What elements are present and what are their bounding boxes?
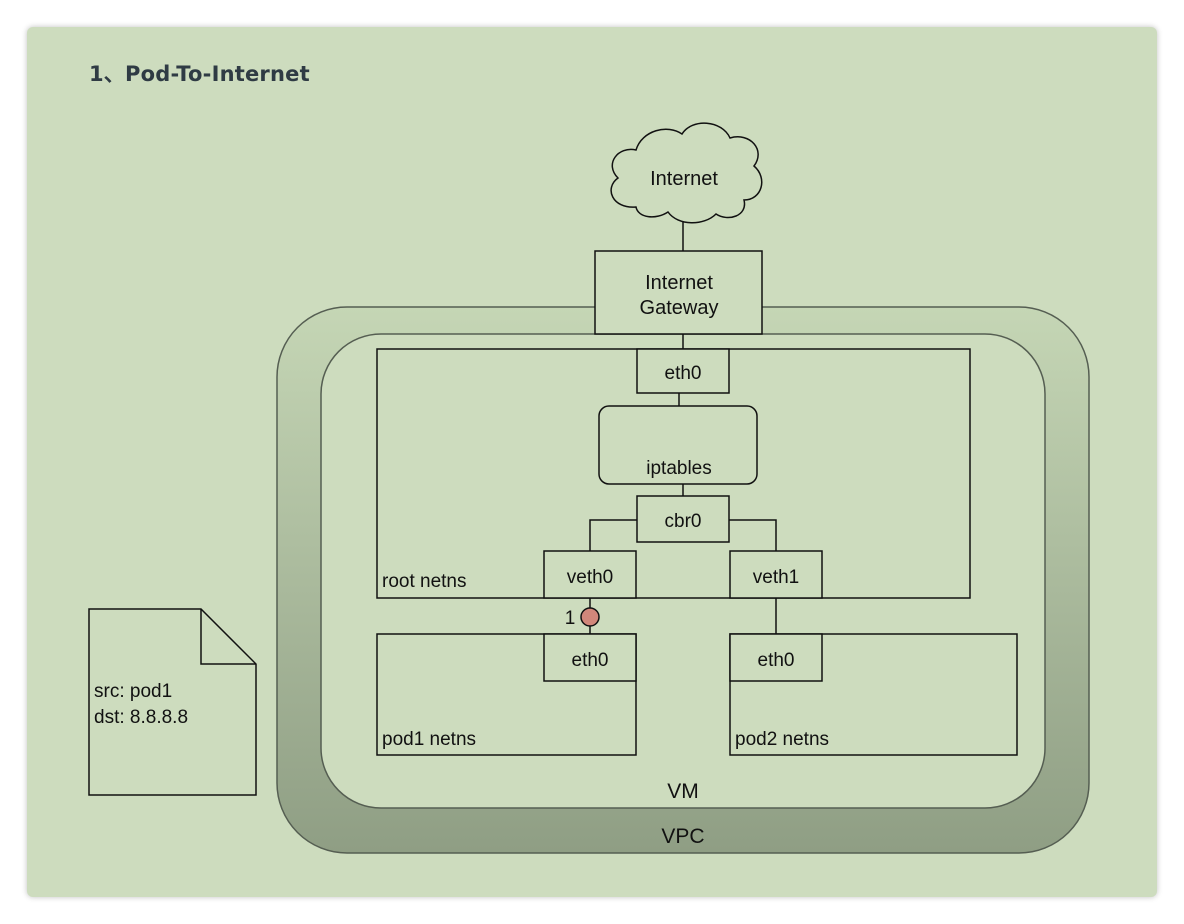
gateway-label-line1: Internet <box>645 272 713 294</box>
iptables-box <box>598 405 758 485</box>
internet-cloud-icon <box>610 122 763 224</box>
pod1-netns-label: pod1 netns <box>382 729 476 750</box>
packet-document-icon <box>88 608 257 796</box>
veth1-label: veth1 <box>753 567 799 588</box>
document-fold <box>200 609 256 665</box>
gateway-label-line2: Gateway <box>640 297 719 319</box>
pod2-netns-label: pod2 netns <box>735 729 829 750</box>
vpc-label: VPC <box>661 825 704 848</box>
step-marker <box>580 607 600 627</box>
pod1-netns-box <box>376 633 637 756</box>
packet-src-label: src: pod1 <box>94 681 172 702</box>
connector-lines <box>589 222 777 634</box>
step-marker-label: 1 <box>565 608 576 629</box>
veth0-label: veth0 <box>567 567 613 588</box>
pod1-eth0-label: eth0 <box>572 650 609 671</box>
root-eth0-box <box>636 348 730 394</box>
pod2-eth0-label: eth0 <box>758 650 795 671</box>
cbr0-label: cbr0 <box>665 511 702 532</box>
vm-label: VM <box>667 780 699 803</box>
packet-dst-label: dst: 8.8.8.8 <box>94 707 188 728</box>
veth1-box <box>729 550 823 599</box>
veth0-box <box>543 550 637 599</box>
pod2-eth0-box <box>729 633 823 682</box>
cbr0-box <box>636 495 730 543</box>
pod2-netns-box <box>729 633 1018 756</box>
root-eth0-label: eth0 <box>665 363 702 384</box>
root-netns-label: root netns <box>382 571 467 592</box>
section-title: 1、Pod-To-Internet <box>89 62 310 86</box>
internet-gateway-box <box>594 250 763 335</box>
internet-label: Internet <box>650 168 718 190</box>
iptables-label: iptables <box>646 458 712 479</box>
pod1-eth0-box <box>543 633 637 682</box>
